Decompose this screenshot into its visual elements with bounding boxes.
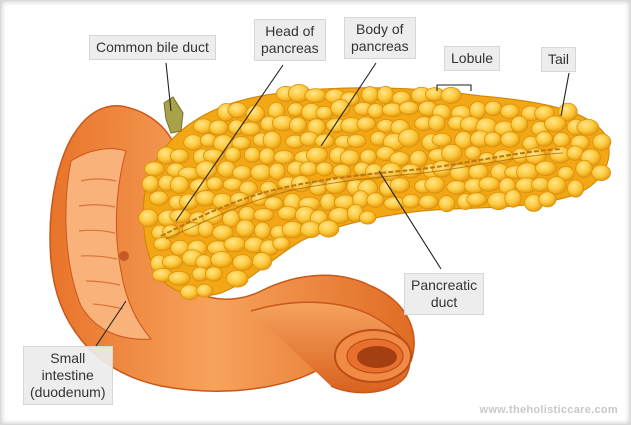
pancreas-lobule — [170, 210, 192, 223]
pancreas-lobule — [139, 209, 158, 227]
pancreas-lobule — [168, 271, 190, 285]
pancreas-lobule — [228, 103, 248, 118]
pancreas-lobule — [501, 132, 520, 148]
pancreas-lobule — [252, 252, 271, 270]
pancreas-lobule — [547, 177, 566, 195]
pancreas-lobule — [196, 255, 213, 269]
pancreas-lobule — [213, 193, 233, 209]
pancreas-lobule — [347, 134, 366, 147]
pancreas-lobule — [377, 86, 393, 104]
pancreas-lobule — [511, 116, 528, 133]
pancreas-lobule — [184, 135, 203, 151]
pancreas-lobule — [390, 178, 409, 193]
pancreas-lobule — [333, 164, 351, 178]
pancreas-lobule — [539, 192, 556, 207]
pancreas-lobule — [278, 206, 298, 220]
pancreas-lobule — [289, 117, 306, 133]
pancreas-lobule — [399, 101, 419, 114]
pancreas-lobule — [402, 194, 419, 208]
pancreas-lobule — [207, 177, 224, 191]
pancreas-lobule — [254, 222, 270, 239]
pancreas-lobule — [467, 193, 487, 207]
common-bile-duct — [164, 97, 183, 133]
label-common-bile-duct: Common bile duct — [89, 35, 216, 60]
pancreas-lobule — [331, 100, 350, 117]
pancreas-lobule — [316, 162, 333, 176]
pancreas-lobule — [544, 116, 566, 132]
pancreas-lobule — [439, 196, 456, 212]
pancreas-lobule — [224, 237, 246, 252]
pancreas-lobule — [425, 177, 445, 194]
pancreas-lobule — [567, 180, 583, 197]
pancreas-lobule — [274, 150, 295, 163]
pancreas-lobule — [154, 237, 172, 250]
pancreas-lobule — [263, 131, 281, 149]
pancreas-lobule — [236, 220, 255, 237]
pancreas-lobule — [300, 162, 318, 176]
pancreas-lobule — [306, 147, 327, 163]
pancreas — [139, 84, 611, 299]
pancreas-lobule — [367, 193, 384, 208]
pancreas-lobule — [368, 104, 384, 119]
pancreas-lobule — [150, 191, 169, 205]
pancreas-lobule — [593, 134, 611, 151]
label-head-of-pancreas: Head of pancreas — [254, 19, 326, 61]
pancreas-lobule — [170, 149, 189, 163]
pancreas-lobule — [180, 285, 199, 300]
pancreas-lobule — [251, 164, 272, 181]
pancreas-lobule — [577, 119, 599, 135]
pancreas-lobule — [535, 161, 556, 175]
pancreas-lobule — [398, 129, 419, 147]
pancreas-lobule — [536, 132, 553, 147]
pancreas-lobule — [142, 175, 159, 192]
pancreas-lobule — [225, 147, 241, 162]
pancreas-lobule — [484, 132, 501, 147]
pancreas-lobule — [233, 255, 253, 271]
pancreas-lobule — [362, 87, 379, 104]
pancreas-lobule — [465, 146, 481, 160]
pancreas-lobule — [273, 237, 290, 250]
pancreas-lobule — [441, 87, 461, 103]
pancreas-lobule — [479, 177, 500, 191]
pancreas-lobule — [310, 182, 327, 196]
pancreas-lobule — [419, 195, 438, 209]
watermark: www.theholisticcare.com — [479, 404, 618, 416]
pancreas-lobule — [144, 162, 164, 176]
pancreas-lobule — [485, 101, 502, 116]
pancreas-lobule — [318, 220, 339, 237]
pancreas-lobule — [205, 267, 222, 281]
pancreas-lobule — [505, 190, 522, 208]
pancreas-lobule — [441, 144, 461, 161]
label-tail: Tail — [541, 47, 576, 72]
pancreas-lobule — [162, 255, 182, 269]
pancreas-lobule — [357, 117, 376, 131]
label-pancreatic-duct: Pancreatic duct — [404, 273, 484, 315]
pancreas-lobule — [428, 115, 445, 132]
pancreas-lobule — [211, 251, 233, 267]
pancreas-lobule — [359, 211, 376, 224]
pancreas-lobule — [259, 148, 275, 165]
pancreas-lobule — [254, 208, 274, 221]
pancreas-lobule — [170, 176, 189, 194]
pancreas-lobule — [432, 161, 452, 177]
label-body-of-pancreas: Body of pancreas — [344, 17, 416, 59]
pancreas-lobule — [209, 120, 228, 135]
pancreas-lobule — [244, 147, 260, 162]
pancreas-lobule — [470, 101, 486, 118]
pancreas-lobule — [553, 132, 570, 147]
pancreas-lobule — [197, 284, 213, 297]
pancreas-lobule — [592, 165, 611, 181]
pancreas-lobule — [226, 270, 248, 287]
label-lobule: Lobule — [444, 46, 500, 71]
pancreas-lobule — [305, 89, 327, 103]
label-small-intestine: Small intestine (duodenum) — [23, 346, 113, 405]
pancreas-lobule — [576, 160, 593, 177]
